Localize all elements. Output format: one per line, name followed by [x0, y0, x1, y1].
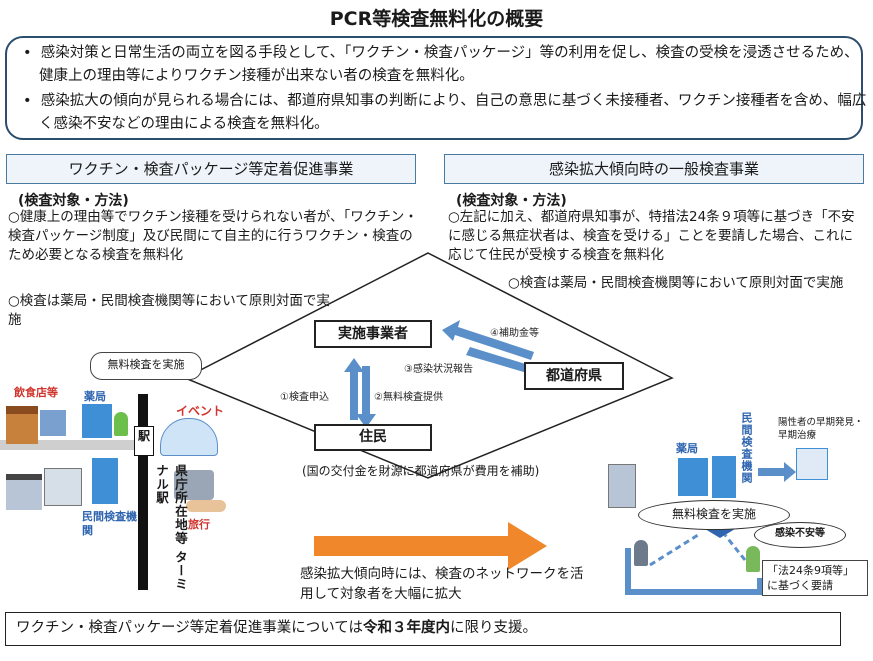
- anxiety-cloud: 感染不安等: [754, 522, 846, 548]
- page-title: PCR等検査無料化の概要: [329, 8, 544, 30]
- node-prefecture: 都道府県: [524, 362, 624, 390]
- label-application: ①検査申込: [280, 392, 329, 403]
- vending-icon: [44, 468, 82, 506]
- request-box: 「法24条9項等」に基づく要請: [762, 560, 868, 596]
- footer-text: ワクチン・検査パッケージ等定着促進事業については: [16, 620, 363, 636]
- restaurant-icon: [6, 406, 38, 444]
- right-pharmacy-icon: [678, 458, 708, 496]
- lab-tag: 民間検査機関: [82, 510, 137, 537]
- right-item-1: ○左記に加え、都道府県知事が、特措法24条９項等に基づき「不安に感じる無症状者は…: [448, 209, 855, 263]
- left-subheading: (検査対象・方法): [18, 193, 129, 209]
- label-subsidy: ④補助金等: [490, 328, 539, 339]
- footer-note: ワクチン・検査パッケージ等定着促進事業については令和３年度内に限り支援。: [5, 612, 841, 646]
- expansion-text: 感染拡大傾向時には、検査のネットワークを活用して対象者を大幅に拡大: [300, 566, 584, 602]
- funding-note: (国の交付金を財源に都道府県が費用を補助): [302, 464, 540, 478]
- summary-box: • 感染対策と日常生活の両立を図る手段として、「ワクチン・検査パッケージ」等の利…: [5, 36, 866, 140]
- arrow-subsidy: [442, 320, 534, 360]
- expansion-arrow: [314, 522, 547, 570]
- left-header: ワクチン・検査パッケージ等定着促進事業: [6, 154, 416, 184]
- town-bubble: 無料検査を実施: [90, 352, 202, 380]
- pharmacy-tag: 薬局: [84, 390, 106, 403]
- summary-bullet-2: • 感染拡大の傾向が見られる場合には、都道府県知事の判断により、自己の意思に基づ…: [23, 93, 867, 132]
- summary-bullet-1-text: 感染対策と日常生活の両立を図る手段として、「ワクチン・検査パッケージ」等の利用を…: [39, 45, 859, 84]
- positive-note: 陽性者の早期発見・早期治療: [778, 417, 864, 441]
- event-tag: イベント: [176, 404, 225, 418]
- travelers-icon: [186, 500, 226, 512]
- store-icon: [6, 474, 42, 510]
- arrow-to-treatment: [758, 462, 796, 482]
- arrow-up-application: [344, 358, 364, 420]
- right-item-2: ○検査は薬局・民間検査機関等において原則対面で実施: [508, 275, 844, 291]
- summary-bullet-1: • 感染対策と日常生活の両立を図る手段として、「ワクチン・検査パッケージ」等の利…: [23, 45, 859, 84]
- hospital-icon: [796, 448, 828, 480]
- request-flow-line: [625, 548, 763, 595]
- right-subheading: (検査対象・方法): [456, 193, 567, 209]
- person-right-icon: [746, 546, 760, 572]
- road-strip: [0, 440, 150, 450]
- dotted-arrow-left: [649, 533, 699, 567]
- shop-icon: [40, 410, 66, 436]
- pharmacy-icon: [82, 404, 112, 438]
- person-left-icon: [634, 540, 648, 566]
- right-header: 感染拡大傾向時の一般検査事業: [444, 154, 864, 184]
- lab-building-icon: [92, 458, 118, 504]
- node-operator: 実施事業者: [314, 320, 432, 348]
- node-resident: 住民: [314, 424, 432, 451]
- right-lab-tag: 民間検査機関: [740, 412, 753, 484]
- footer-tail: に限り支援。: [449, 620, 537, 636]
- arrow-down-free-test: [356, 366, 376, 428]
- travel-tag: 旅行: [188, 518, 210, 531]
- left-item-2: ○検査は薬局・民間検査機関等において原則対面で実施: [8, 293, 330, 328]
- summary-bullet-2-text: 感染拡大の傾向が見られる場合には、都道府県知事の判断により、自己の意思に基づく未…: [39, 93, 867, 132]
- office-building-icon: [608, 464, 636, 508]
- footer-bold-period: 令和３年度内: [362, 620, 450, 636]
- rail-line: [138, 394, 148, 590]
- network-diamond: [183, 252, 674, 479]
- dotted-arrow-right: [723, 534, 747, 561]
- bus-icon: [174, 470, 214, 500]
- free-test-oval: 無料検査を実施: [638, 500, 790, 530]
- label-free-test: ②無料検査提供: [374, 392, 443, 403]
- terminal-label: 県庁所在地等 ターミナル駅: [154, 464, 188, 591]
- staff-person-icon: [114, 412, 128, 436]
- label-report: ③感染状況報告: [404, 364, 473, 375]
- left-item-1: ○健康上の理由等でワクチン接種を受けられない者が、「ワクチン・検査パッケージ制度…: [8, 209, 418, 263]
- restaurant-tag: 飲食店等: [14, 386, 58, 399]
- station-sign: 駅: [134, 426, 154, 456]
- right-lab-icon: [712, 456, 736, 498]
- right-pharmacy-tag: 薬局: [676, 442, 698, 455]
